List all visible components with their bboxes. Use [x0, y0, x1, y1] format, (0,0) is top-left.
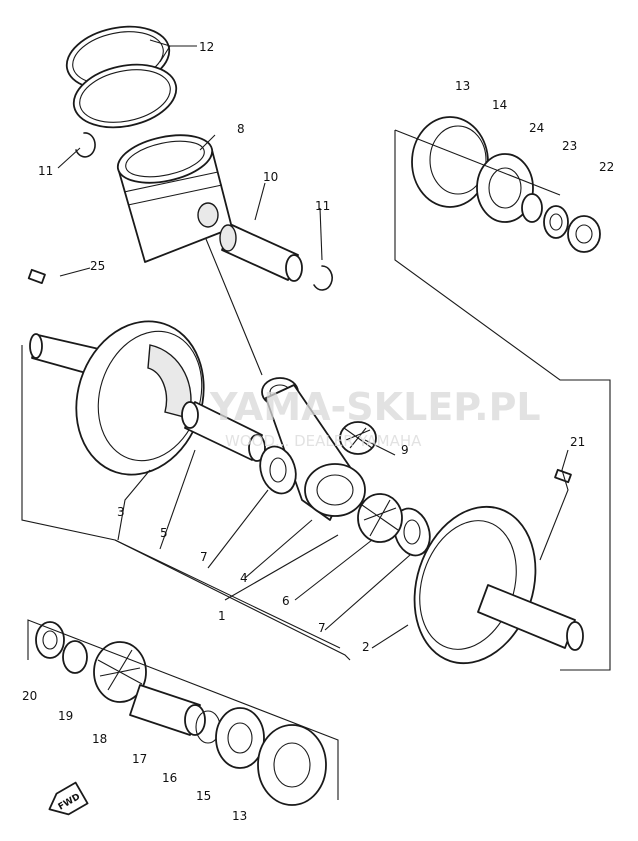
- label-13-bottom: 13: [232, 809, 247, 823]
- piston-rings: [65, 25, 178, 129]
- label-18: 18: [92, 732, 107, 746]
- label-11-left: 11: [38, 164, 53, 178]
- label-7-left: 7: [200, 550, 208, 564]
- label-10: 10: [263, 170, 278, 184]
- callout-labels: 12 11 8 10 11 25 13 14 24 23 22 9 21 3 5…: [22, 40, 614, 823]
- crank-pin: [181, 401, 266, 462]
- label-3: 3: [117, 505, 125, 519]
- thrust-washer-left: [259, 445, 297, 495]
- piston: [116, 134, 233, 263]
- label-1: 1: [218, 609, 226, 623]
- label-22: 22: [599, 160, 614, 174]
- watermark-subtitle: WOOD... DEALER YAMAHA: [225, 432, 422, 450]
- circlip-right: [313, 265, 333, 291]
- circlip-left: [75, 132, 96, 158]
- label-16: 16: [162, 771, 177, 785]
- label-13-top: 13: [455, 79, 470, 93]
- label-5: 5: [160, 526, 168, 540]
- label-25: 25: [90, 259, 105, 273]
- label-2: 2: [362, 640, 370, 654]
- label-7-right: 7: [318, 621, 326, 635]
- label-23: 23: [562, 139, 577, 153]
- label-20: 20: [22, 689, 37, 703]
- label-17: 17: [132, 752, 147, 766]
- watermark-title: YAMA-SKLEP.PL: [209, 385, 541, 429]
- label-11-right: 11: [315, 199, 330, 213]
- woodruff-key-right: [554, 468, 572, 484]
- needle-bearing-small-end: [339, 421, 377, 455]
- connecting-rod: [265, 384, 366, 521]
- label-21: 21: [570, 435, 585, 449]
- label-14: 14: [492, 98, 507, 112]
- leader-lines: [21, 39, 611, 800]
- label-19: 19: [58, 709, 73, 723]
- label-9: 9: [401, 443, 409, 457]
- label-15: 15: [196, 789, 211, 803]
- label-12: 12: [199, 40, 214, 54]
- label-4: 4: [240, 571, 248, 585]
- forward-direction-marker: FWD: [48, 781, 89, 816]
- piston-pin: [219, 224, 303, 282]
- right-bearing-set: [411, 116, 601, 253]
- label-6: 6: [282, 594, 290, 608]
- left-crank-half: [29, 320, 205, 476]
- label-8: 8: [237, 122, 245, 136]
- woodruff-key: [27, 268, 46, 284]
- label-24: 24: [529, 121, 544, 135]
- left-bearing-gear-set: [35, 621, 327, 806]
- thrust-washer-right: [393, 507, 431, 557]
- right-crank-half: [413, 505, 584, 665]
- needle-bearing-big-end: [357, 493, 403, 543]
